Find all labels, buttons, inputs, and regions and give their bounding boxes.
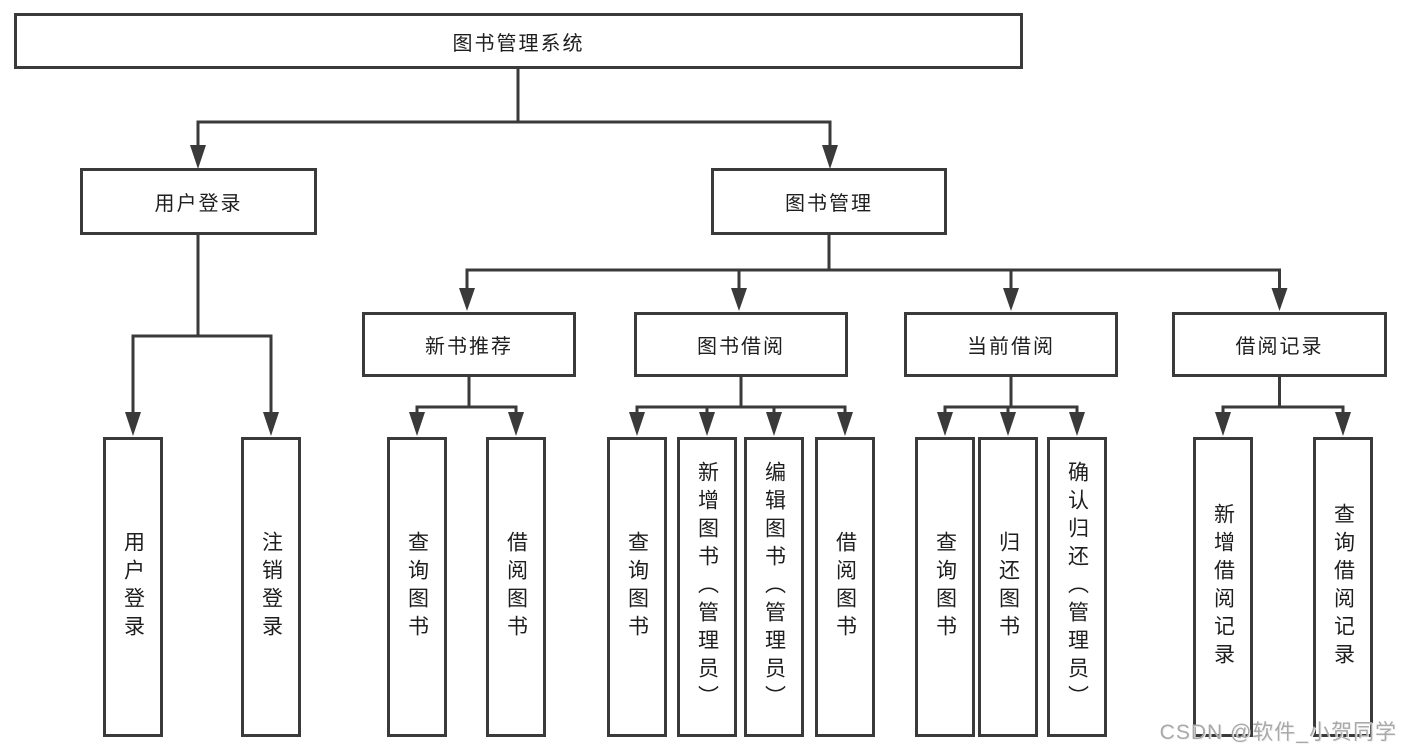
leaf-current-query: 查询图书 (915, 437, 975, 737)
node-root: 图书管理系统 (14, 13, 1023, 69)
leaf-borrow-query-label: 查询图书 (625, 531, 649, 643)
watermark: CSDN @软件_小贺同学 (1159, 721, 1397, 744)
node-user-login-label: 用户登录 (154, 193, 243, 215)
leaf-borrow-add-admin: 新增图书（管理员） (677, 437, 737, 737)
leaf-logout: 注销登录 (241, 437, 301, 737)
edge-book-mgmt-children (459, 235, 1288, 311)
edge-book-borrow-children (629, 377, 853, 436)
leaf-user-login-label: 用户登录 (121, 531, 145, 643)
leaf-borrow-edit-admin: 编辑图书（管理员） (744, 437, 804, 737)
edge-new-book-children (409, 377, 524, 436)
edge-root-to-level1 (190, 69, 838, 169)
node-new-book-recommend: 新书推荐 (362, 312, 576, 377)
node-current-borrow: 当前借阅 (904, 312, 1118, 377)
node-current-borrow-label: 当前借阅 (967, 336, 1055, 358)
leaf-newbook-borrow: 借阅图书 (486, 437, 546, 737)
leaf-logout-label: 注销登录 (259, 531, 283, 643)
leaf-borrow-book-label: 借阅图书 (833, 531, 857, 643)
node-book-borrow-label: 图书借阅 (697, 336, 785, 358)
edge-current-borrow-children (937, 377, 1085, 436)
leaf-newbook-query-label: 查询图书 (405, 531, 429, 643)
leaf-records-query: 查询借阅记录 (1313, 437, 1373, 737)
leaf-current-return-label: 归还图书 (996, 531, 1020, 643)
node-book-borrow: 图书借阅 (634, 312, 848, 377)
leaf-records-query-label: 查询借阅记录 (1331, 503, 1355, 671)
leaf-current-confirm-admin: 确认归还（管理员） (1047, 437, 1107, 737)
leaf-current-query-label: 查询图书 (933, 531, 957, 643)
leaf-current-confirm-admin-label: 确认归还（管理员） (1065, 461, 1089, 713)
leaf-borrow-edit-admin-label: 编辑图书（管理员） (762, 461, 786, 713)
edge-borrow-records-children (1215, 377, 1351, 436)
node-book-management: 图书管理 (711, 168, 947, 235)
leaf-borrow-add-admin-label: 新增图书（管理员） (695, 461, 719, 713)
edge-user-login-children (125, 235, 279, 436)
node-user-login: 用户登录 (80, 168, 317, 235)
leaf-records-add: 新增借阅记录 (1193, 437, 1253, 737)
node-borrow-records: 借阅记录 (1172, 312, 1387, 377)
leaf-borrow-book: 借阅图书 (815, 437, 875, 737)
leaf-user-login: 用户登录 (103, 437, 163, 737)
node-book-management-label: 图书管理 (785, 193, 873, 215)
leaf-borrow-query: 查询图书 (607, 437, 667, 737)
node-new-book-recommend-label: 新书推荐 (425, 336, 513, 358)
leaf-records-add-label: 新增借阅记录 (1211, 503, 1235, 671)
node-root-label: 图书管理系统 (452, 32, 585, 55)
leaf-newbook-borrow-label: 借阅图书 (504, 531, 528, 643)
node-borrow-records-label: 借阅记录 (1235, 336, 1324, 358)
leaf-current-return: 归还图书 (978, 437, 1038, 737)
leaf-newbook-query: 查询图书 (387, 437, 447, 737)
